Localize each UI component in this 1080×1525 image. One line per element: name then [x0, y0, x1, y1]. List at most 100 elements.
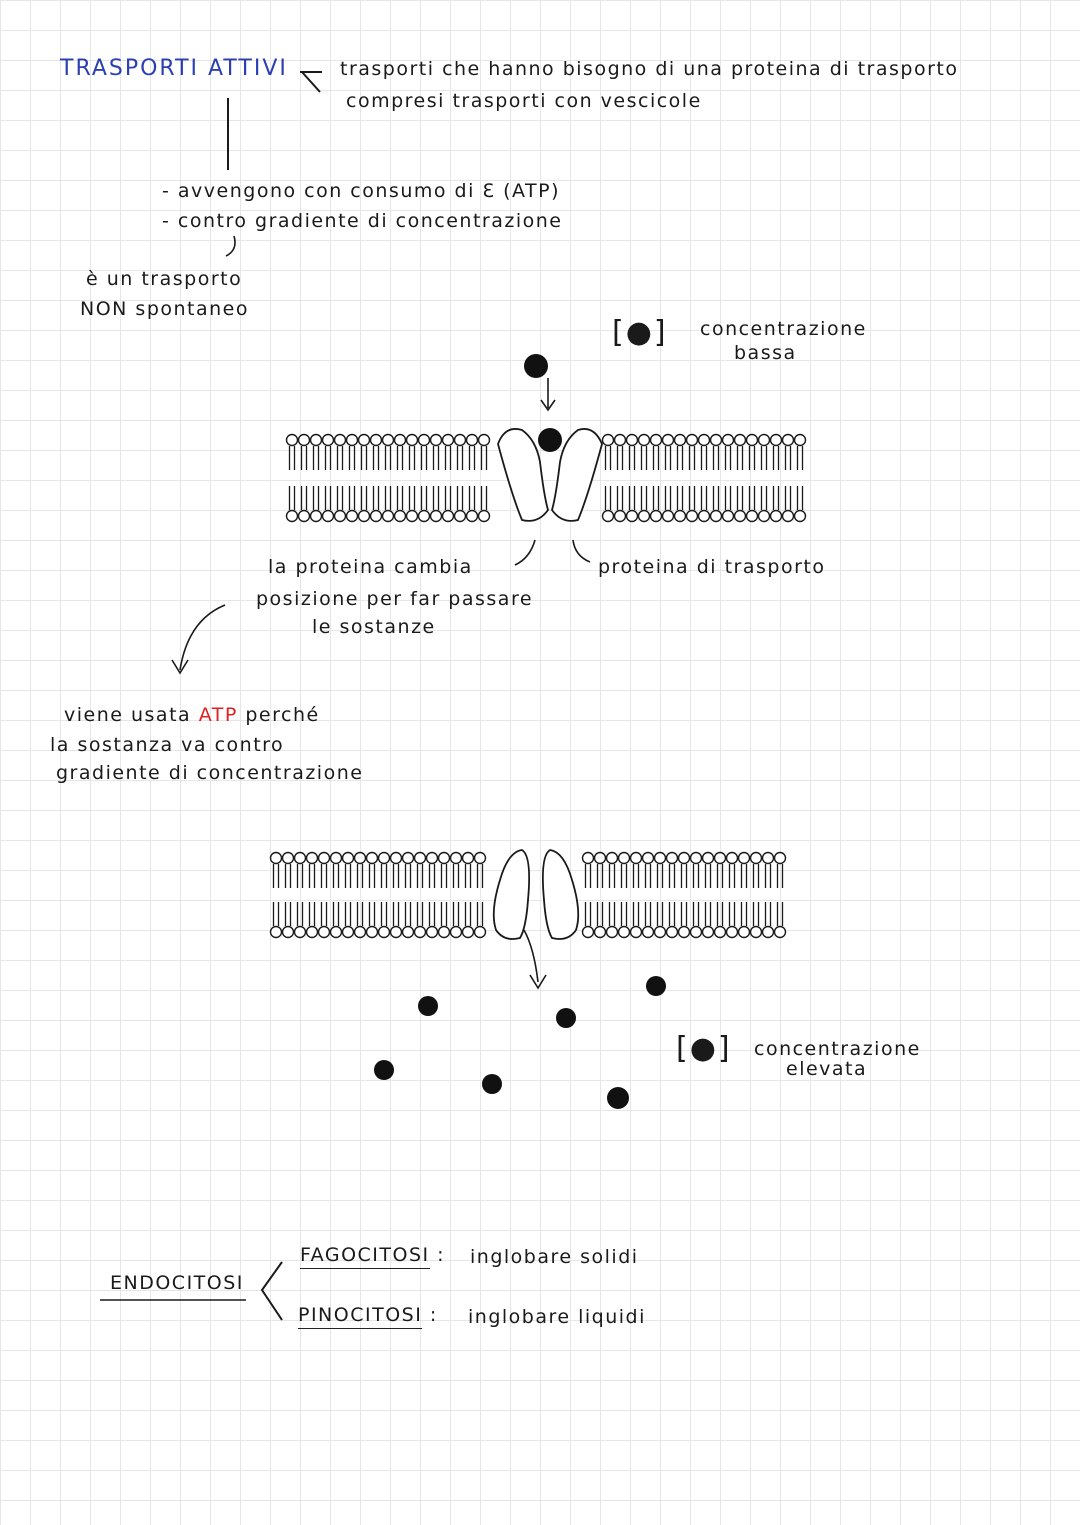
phospholipid-head — [461, 851, 475, 865]
phospholipid-head — [709, 433, 723, 447]
phospholipid-head — [725, 851, 739, 865]
phospholipid-tail — [712, 486, 720, 510]
phospholipid-tail — [668, 902, 676, 926]
phospholipid-head — [781, 433, 795, 447]
phospholipid-tail — [384, 486, 392, 510]
particle — [374, 1060, 394, 1080]
phospholipid-head — [285, 509, 299, 523]
protein-pointer-left — [514, 539, 536, 566]
phospholipid-tail — [420, 486, 428, 510]
pinocitosi-term: PINOCITOSI : — [298, 1304, 438, 1329]
phospholipid-head — [477, 509, 491, 523]
phospholipid-head — [453, 433, 467, 447]
phospholipid-tail — [372, 446, 380, 470]
phospholipid-tail — [468, 486, 476, 510]
phospholipid-tail — [680, 864, 688, 888]
phospholipid-tail — [604, 446, 612, 470]
particle — [607, 1087, 629, 1109]
phospholipid-head — [381, 509, 395, 523]
phospholipid-head — [417, 509, 431, 523]
phospholipid-tail — [680, 902, 688, 926]
phospholipid-head — [697, 433, 711, 447]
phospholipid-tail — [320, 902, 328, 926]
phospholipid-head — [793, 433, 807, 447]
phospholipid-tail — [476, 902, 484, 926]
phospholipid-head — [281, 925, 295, 939]
phospholipid-tail — [392, 864, 400, 888]
phospholipid-head — [449, 925, 463, 939]
phospholipid-head — [437, 925, 451, 939]
phospholipid-head — [725, 925, 739, 939]
phospholipid-tail — [428, 902, 436, 926]
phospholipid-head — [413, 925, 427, 939]
phospholipid-tail — [384, 446, 392, 470]
phospholipid-head — [437, 851, 451, 865]
phospholipid-head — [769, 433, 783, 447]
phospholipid-tail — [752, 902, 760, 926]
phospholipid-head — [733, 433, 747, 447]
phospholipid-tail — [776, 902, 784, 926]
phospholipid-head — [393, 509, 407, 523]
phospholipid-tail — [796, 446, 804, 470]
phospholipid-tail — [692, 864, 700, 888]
membrane-bilayer-2 — [269, 851, 787, 939]
phospholipid-head — [601, 509, 615, 523]
phospholipid-head — [757, 433, 771, 447]
phospholipid-head — [749, 851, 763, 865]
high-concentration-symbol: [●] — [676, 1031, 732, 1066]
feature-gradient: - contro gradiente di concentrazione — [162, 210, 563, 232]
phospholipid-head — [305, 851, 319, 865]
phospholipid-head — [749, 925, 763, 939]
phospholipid-tail — [324, 486, 332, 510]
phospholipid-head — [321, 433, 335, 447]
page-title: TRASPORTI ATTIVI — [60, 56, 288, 81]
phospholipid-tail — [784, 486, 792, 510]
phospholipid-head — [309, 509, 323, 523]
phospholipid-head — [629, 851, 643, 865]
phospholipid-head — [425, 851, 439, 865]
phospholipid-head — [345, 509, 359, 523]
atp-note-line-3: gradiente di concentrazione — [56, 762, 364, 784]
phospholipid-tail — [272, 864, 280, 888]
phospholipid-head — [285, 433, 299, 447]
phospholipid-head — [293, 851, 307, 865]
phospholipid-head — [441, 433, 455, 447]
phospholipid-tail — [420, 446, 428, 470]
high-concentration-label-2: elevata — [786, 1058, 868, 1080]
phospholipid-tail — [776, 864, 784, 888]
phospholipid-tail — [456, 446, 464, 470]
phospholipid-head — [281, 851, 295, 865]
protein-pointer-right — [572, 539, 591, 563]
definition-line-2: compresi trasporti con vescicole — [346, 90, 702, 112]
phospholipid-tail — [444, 486, 452, 510]
phospholipid-tail — [712, 446, 720, 470]
phospholipid-tail — [308, 902, 316, 926]
atp-highlight: ATP — [198, 704, 238, 726]
phospholipid-head — [673, 509, 687, 523]
phospholipid-tail — [772, 486, 780, 510]
phospholipid-head — [357, 433, 371, 447]
phospholipid-tail — [716, 864, 724, 888]
phospholipid-head — [737, 851, 751, 865]
phospholipid-head — [429, 433, 443, 447]
phospholipid-tail — [796, 486, 804, 510]
phospholipid-tail — [300, 446, 308, 470]
phospholipid-head — [605, 851, 619, 865]
phospholipid-head — [769, 509, 783, 523]
endocitosi-bracket — [260, 1261, 283, 1321]
phospholipid-tail — [620, 864, 628, 888]
phospholipid-head — [665, 925, 679, 939]
phospholipid-head — [745, 433, 759, 447]
consequence-line-2: NON spontaneo — [80, 298, 249, 320]
phospholipid-tail — [728, 864, 736, 888]
phospholipid-head — [465, 509, 479, 523]
phospholipid-head — [773, 851, 787, 865]
phospholipid-tail — [464, 902, 472, 926]
phospholipid-tail — [296, 902, 304, 926]
phospholipid-head — [593, 925, 607, 939]
phospholipid-head — [413, 851, 427, 865]
phospholipid-tail — [272, 902, 280, 926]
phospholipid-tail — [620, 902, 628, 926]
phospholipid-head — [613, 433, 627, 447]
outgoing-arrow — [523, 929, 547, 990]
